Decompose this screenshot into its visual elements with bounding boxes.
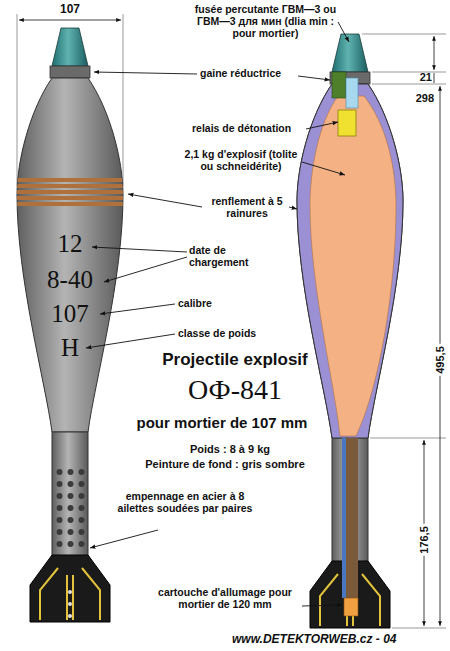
callout-label: gaine réductrice: [200, 67, 300, 79]
callout-label: fusée percutante ГВМ—3 ou ГВМ—3 для мин …: [193, 3, 338, 39]
dimension-label: 21: [410, 71, 432, 84]
marking-text: 107: [30, 300, 110, 329]
shell-exterior: [17, 28, 123, 622]
marking-text: H: [30, 334, 110, 363]
callout-label: 2,1 kg d'explosif (tolite ou schneidérit…: [180, 148, 302, 172]
shell-cutaway: [297, 34, 403, 628]
callout-label: calibre: [178, 297, 258, 309]
tail-holes: [54, 466, 86, 550]
watermark: www.DETEKTORWEB.cz - 04: [232, 633, 396, 647]
callout-label: classe de poids: [178, 327, 288, 339]
title-text: Projectile explosif: [150, 350, 320, 370]
dimension-label: 298: [402, 92, 434, 105]
grooved-band: [10, 178, 130, 206]
dimension-label: 495,5: [433, 344, 446, 376]
dimension-label: 107: [40, 3, 100, 17]
leader-lines: [86, 22, 349, 606]
callout-label: relais de détonation: [192, 122, 308, 134]
callout-label: date de chargement: [189, 244, 275, 268]
callout-label: cartouche d'allumage pour mortier de 120…: [150, 586, 300, 610]
callout-label: renflement à 5 rainures: [204, 195, 290, 219]
title-text: pour mortier de 107 mm: [122, 414, 322, 431]
marking-text: 12: [30, 230, 110, 259]
marking-text: 8-40: [25, 266, 115, 295]
title-text: ОФ-841: [150, 374, 320, 406]
dimension-label: 176,5: [418, 524, 431, 556]
note-text: Peinture de fond : gris sombre: [125, 458, 325, 471]
note-text: Poids : 8 à 9 kg: [140, 443, 320, 456]
callout-label: empennage en acier à 8 ailettes soudées …: [110, 490, 260, 514]
